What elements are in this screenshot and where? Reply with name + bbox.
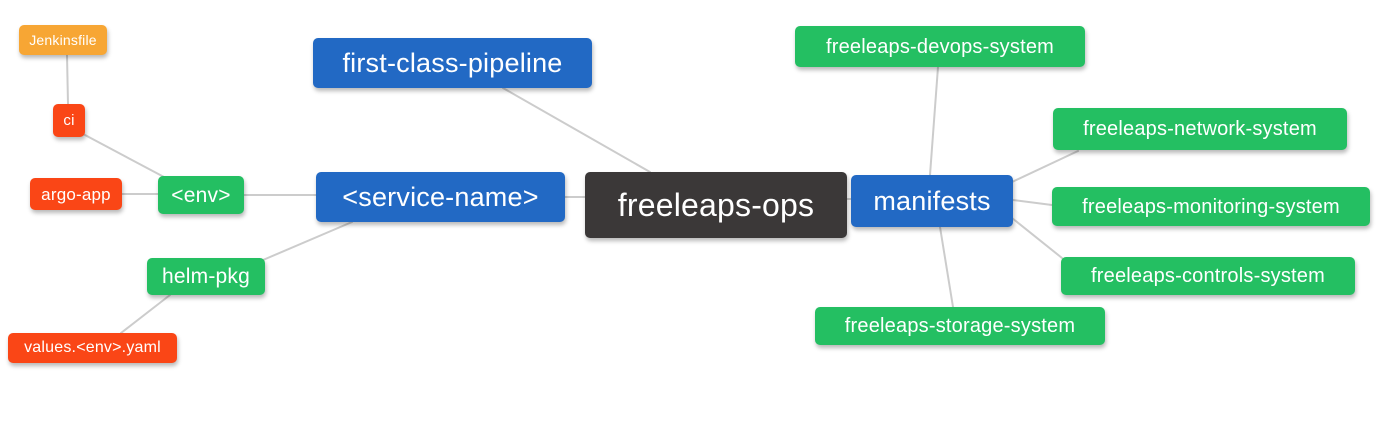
edge-manifests-freeleaps-controls-system <box>1011 217 1063 259</box>
node-label: argo-app <box>41 184 111 204</box>
edge-service-name-helm-pkg <box>262 221 353 261</box>
node-service-name[interactable]: <service-name> <box>316 172 565 222</box>
node-label: freeleaps-storage-system <box>844 315 1076 337</box>
node-label: ci <box>63 112 75 129</box>
node-label: <service-name> <box>342 181 539 212</box>
node-freeleaps-storage-system[interactable]: freeleaps-storage-system <box>815 307 1105 345</box>
node-argo-app[interactable]: argo-app <box>30 178 122 210</box>
node-ci[interactable]: ci <box>53 104 85 137</box>
edge-freeleaps-devops-system-manifests <box>929 66 939 176</box>
node-jenkinsfile[interactable]: Jenkinsfile <box>19 25 107 55</box>
node-manifests[interactable]: manifests <box>851 175 1013 227</box>
node-freeleaps-devops-system[interactable]: freeleaps-devops-system <box>795 26 1085 67</box>
edge-helm-pkg-values-env-yaml <box>120 294 171 334</box>
edge-manifests-freeleaps-monitoring-system <box>1012 199 1053 206</box>
edge-manifests-freeleaps-network-system <box>1011 150 1079 183</box>
node-label: freeleaps-monitoring-system <box>1082 195 1340 218</box>
node-first-class-pipeline[interactable]: first-class-pipeline <box>313 38 592 88</box>
node-label: freeleaps-controls-system <box>1091 265 1325 287</box>
node-label: values.<env>.yaml <box>24 339 161 356</box>
node-freeleaps-network-system[interactable]: freeleaps-network-system <box>1053 108 1347 150</box>
node-label: freeleaps-devops-system <box>825 35 1055 58</box>
edge-first-class-pipeline-freeleaps-ops <box>502 87 651 173</box>
edge-ci-env <box>84 134 165 178</box>
node-label: freeleaps-ops <box>617 187 815 223</box>
node-freeleaps-controls-system[interactable]: freeleaps-controls-system <box>1061 257 1355 295</box>
node-freeleaps-monitoring-system[interactable]: freeleaps-monitoring-system <box>1052 187 1370 226</box>
node-label: first-class-pipeline <box>342 47 563 78</box>
edge-jenkinsfile-ci <box>66 54 69 105</box>
node-values-env-yaml[interactable]: values.<env>.yaml <box>8 333 177 363</box>
node-freeleaps-ops[interactable]: freeleaps-ops <box>585 172 847 238</box>
node-helm-pkg[interactable]: helm-pkg <box>147 258 265 295</box>
node-label: helm-pkg <box>162 265 250 288</box>
node-label: Jenkinsfile <box>29 32 97 48</box>
edge-manifests-freeleaps-storage-system <box>939 226 954 308</box>
node-label: freeleaps-network-system <box>1083 118 1317 140</box>
node-label: <env> <box>171 183 231 207</box>
node-label: manifests <box>873 185 991 216</box>
node-env[interactable]: <env> <box>158 176 244 214</box>
